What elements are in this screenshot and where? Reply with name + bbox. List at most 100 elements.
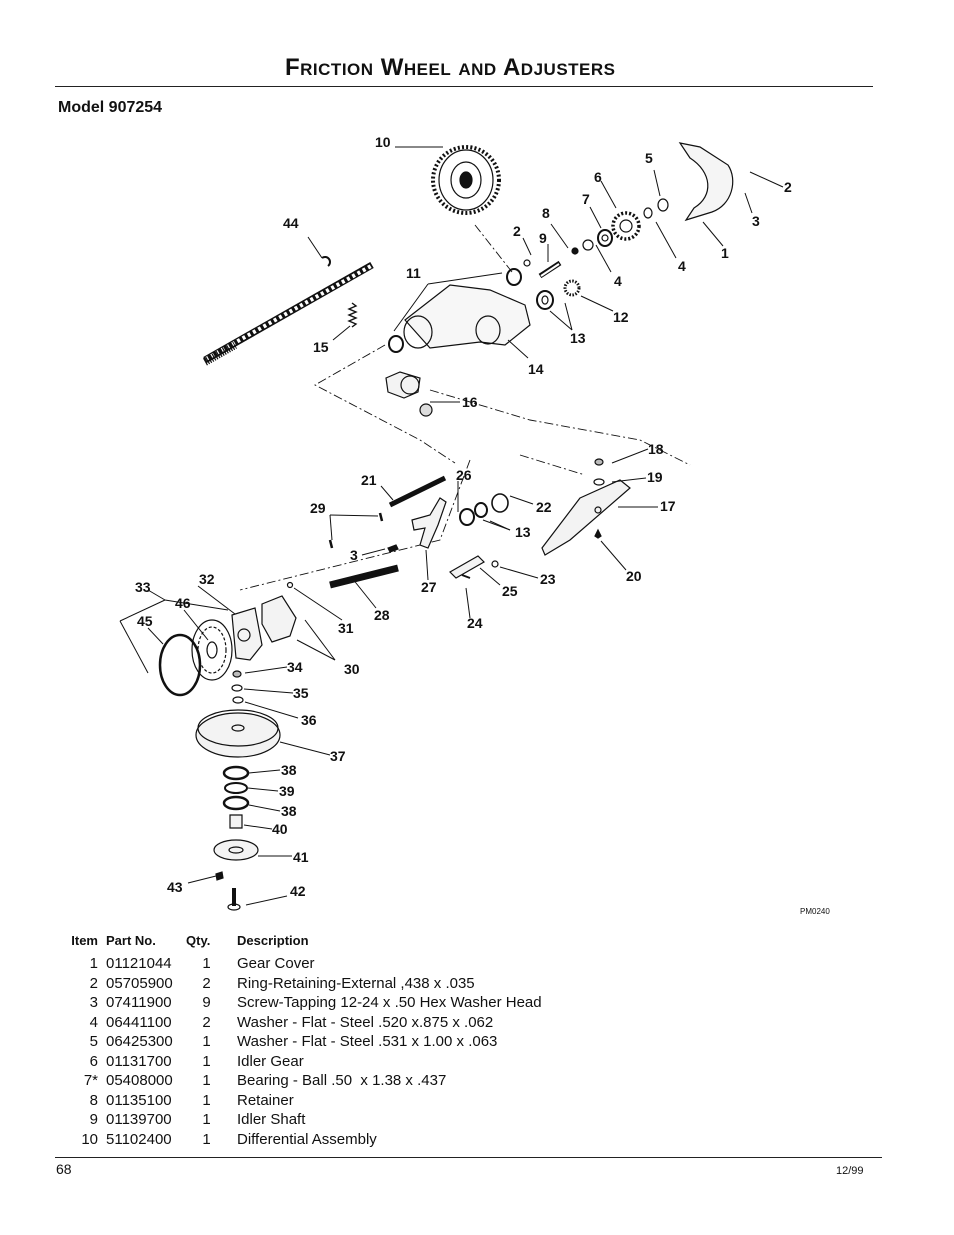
friction-ring (158, 633, 202, 697)
callout-34: 34 (287, 659, 303, 675)
part-number: 05408000 (106, 1072, 173, 1089)
description: Washer - Flat - Steel .520 x.875 x .062 (237, 1013, 494, 1031)
callout-14: 14 (528, 361, 544, 377)
quantity: 9 (202, 994, 211, 1011)
callout-12: 12 (613, 309, 629, 325)
column-header-qty: Qty. (186, 932, 211, 948)
callout-16: 16 (462, 394, 478, 410)
exploded-parts-diagram: 10 44 5 6 7 8 2 9 2 3 1 4 4 11 12 13 15 … (119, 134, 830, 916)
item-number: 10 (81, 1130, 98, 1148)
callout-42: 42 (290, 883, 306, 899)
item-number: 4 (89, 1013, 98, 1031)
description: Bearing - Ball .50 x 1.38 x .437 (237, 1072, 447, 1089)
callout-3a: 3 (752, 213, 760, 229)
description: Retainer (237, 1091, 294, 1109)
callout-19: 19 (647, 469, 663, 485)
callout-18: 18 (648, 441, 664, 457)
differential-sprocket (431, 145, 501, 215)
item-number: 6 (89, 1052, 98, 1070)
part-number: 01139700 (106, 1111, 172, 1128)
idler-shaft (538, 260, 562, 279)
callout-numbers: 10 44 5 6 7 8 2 9 2 3 1 4 4 11 12 13 15 … (135, 134, 830, 916)
description: Washer - Flat - Steel .531 x 1.00 x .063 (237, 1033, 498, 1050)
quantity: 2 (202, 974, 211, 992)
callout-4a: 4 (678, 258, 686, 274)
page-number: 68 (56, 1161, 72, 1177)
parts-list-table: Item Part No. Qty. Description 1 0112104… (60, 931, 542, 1149)
column-header-part-no: Part No. (106, 932, 156, 948)
table-row: 4 06441100 2 Washer - Flat - Steel .520 … (60, 1013, 542, 1033)
friction-wheel (191, 619, 233, 681)
description: Gear Cover (237, 955, 315, 972)
callout-24: 24 (467, 615, 483, 631)
callout-25: 25 (502, 583, 518, 599)
quantity: 1 (202, 1033, 211, 1050)
table-row: 6 01131700 1 Idler Gear (60, 1052, 542, 1072)
callout-2a: 2 (513, 223, 521, 239)
model-heading: Model 907254 (58, 99, 163, 116)
callout-13a: 13 (570, 330, 586, 346)
callout-1: 1 (721, 245, 729, 261)
callout-31: 31 (338, 620, 354, 636)
callout-30: 30 (344, 661, 360, 677)
callout-36: 36 (301, 712, 317, 728)
callout-3b: 3 (350, 547, 358, 563)
callout-27: 27 (421, 579, 437, 595)
callout-39: 39 (279, 783, 295, 799)
item-number: 1 (89, 955, 98, 972)
gear-cover (678, 142, 734, 222)
callout-43: 43 (167, 879, 183, 895)
callout-38b: 38 (281, 803, 297, 819)
description: Differential Assembly (237, 1130, 377, 1148)
callout-44: 44 (283, 215, 299, 231)
spacer-hub (229, 814, 243, 829)
callout-6: 6 (594, 169, 602, 185)
table-row: 8 01135100 1 Retainer (60, 1091, 542, 1111)
callout-21: 21 (361, 472, 377, 488)
callout-22: 22 (536, 499, 552, 515)
part-number: 06425300 (106, 1033, 173, 1050)
callout-leaders (119, 146, 784, 906)
callout-17: 17 (660, 498, 676, 514)
callout-23: 23 (540, 571, 556, 587)
table-row: 3 07411900 9 Screw-Tapping 12-24 x .50 H… (60, 993, 542, 1013)
callout-28: 28 (374, 607, 390, 623)
callout-32: 32 (199, 571, 215, 587)
callout-13b: 13 (515, 524, 531, 540)
friction-housing (404, 284, 531, 349)
callout-35: 35 (293, 685, 309, 701)
extension-spring (347, 302, 358, 328)
drawing-code: PM0240 (800, 907, 830, 916)
callout-38a: 38 (281, 762, 297, 778)
callout-11: 11 (406, 265, 421, 281)
part-number: 51102400 (106, 1130, 172, 1148)
description: Screw-Tapping 12-24 x .50 Hex Washer Hea… (237, 994, 542, 1011)
callout-40: 40 (272, 821, 288, 837)
part-number: 07411900 (106, 994, 172, 1011)
assembly-centerlines (239, 224, 691, 591)
callout-20: 20 (626, 568, 642, 584)
footer-divider (55, 1157, 882, 1158)
quantity: 1 (202, 1130, 211, 1148)
part-number: 06441100 (106, 1013, 172, 1031)
table-row: 9 01139700 1 Idler Shaft (60, 1110, 542, 1130)
idler-gear (611, 211, 641, 241)
pivot-shaft (388, 475, 447, 508)
callout-8: 8 (542, 205, 550, 221)
callout-10: 10 (375, 134, 391, 150)
callout-15: 15 (313, 339, 329, 355)
shift-clamp (385, 371, 433, 417)
callout-46: 46 (175, 595, 191, 611)
clamp-plate (261, 595, 297, 643)
quantity: 2 (202, 1013, 211, 1031)
item-number: 2 (89, 974, 98, 992)
callout-26: 26 (456, 467, 472, 483)
callout-29: 29 (310, 500, 326, 516)
item-number: 8 (89, 1091, 98, 1109)
callout-4b: 4 (614, 273, 622, 289)
page-title: Friction Wheel and Adjusters (285, 54, 616, 81)
callout-33: 33 (135, 579, 151, 595)
quantity: 1 (202, 955, 211, 972)
adjuster-bracket (541, 479, 631, 556)
item-number: 3 (89, 994, 98, 1011)
